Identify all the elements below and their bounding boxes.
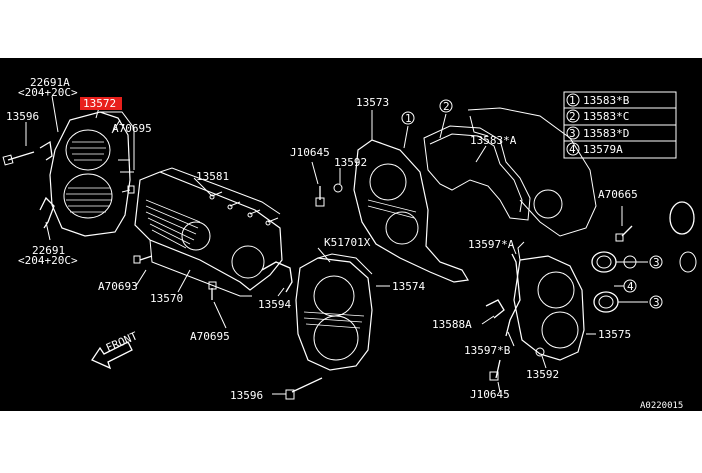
bolt-a70665	[615, 225, 633, 242]
bracket-13597	[485, 253, 521, 337]
bracket-13594	[261, 261, 293, 293]
legend-part-3: 13583*D	[583, 127, 629, 140]
label-204-20c-top: <204+20C>	[18, 86, 78, 99]
bolt-13596-top	[2, 151, 35, 166]
label-13570: 13570	[150, 292, 183, 305]
label-13592-top: 13592	[334, 156, 367, 169]
label-13597b: 13597*B	[464, 344, 511, 357]
label-a70695-bot: A70695	[190, 330, 230, 343]
timing-belt-cover-inner	[134, 167, 283, 297]
legend-part-4: 13579A	[583, 143, 623, 156]
bolt-a70695-bot	[208, 281, 217, 300]
label-13597a: 13597*A	[468, 238, 515, 251]
label-13588a: 13588A	[432, 318, 472, 331]
label-22691: 22691	[32, 244, 65, 257]
label-a70695-top: A70695	[112, 122, 152, 135]
svg-text:4: 4	[627, 280, 634, 293]
bolt-a70693	[133, 255, 153, 264]
label-204-20c-bot: <204+20C>	[18, 254, 78, 267]
callout-3-b: 3	[649, 295, 663, 309]
timing-belt-cover-13574	[295, 253, 373, 371]
legend-part-1: 13583*B	[583, 94, 630, 107]
highlight-13572	[80, 97, 122, 110]
label-13596-bot: 13596	[230, 389, 263, 402]
label-13594: 13594	[258, 298, 291, 311]
washer-13592-top	[333, 183, 343, 193]
callout-2: 2	[439, 99, 453, 113]
bolt-a70695-top	[121, 185, 135, 194]
label-13581: 13581	[196, 170, 229, 183]
timing-belt-cover-left	[49, 111, 135, 237]
callout-4: 4	[623, 279, 637, 293]
label-13574: 13574	[392, 280, 425, 293]
gasket-13583a	[423, 125, 531, 221]
legend-num-2: 2	[569, 110, 576, 123]
label-j10645-bot: J10645	[470, 388, 510, 401]
timing-belt-cover-13573	[353, 139, 469, 283]
label-13572: 13572	[83, 97, 116, 110]
label-a70665: A70665	[598, 188, 638, 201]
label-j10645-top: J10645	[290, 146, 330, 159]
label-13592-bot: 13592	[526, 368, 559, 381]
legend-num-1: 1	[569, 94, 576, 107]
diagram-code: A0220015	[640, 401, 683, 411]
svg-text:3: 3	[653, 256, 660, 269]
gasket-22691a	[39, 140, 53, 161]
legend-num-3: 3	[569, 127, 576, 140]
engine-block-outline	[467, 107, 597, 237]
label-13596-top: 13596	[6, 110, 39, 123]
label-k51701x: K51701X	[324, 236, 371, 249]
label-13575: 13575	[598, 328, 631, 341]
label-22691a: 22691A	[30, 76, 70, 89]
label-a70693: A70693	[98, 280, 138, 293]
timing-belt-cover-13575	[513, 241, 585, 361]
label-13583a: 13583*A	[470, 134, 517, 147]
legend-part-2: 13583*C	[583, 110, 629, 123]
washer-13592-bot	[535, 347, 545, 357]
bolt-j10645-top	[315, 186, 325, 207]
legend-box: 1 13583*B 2 13583*C 3 13583*D 4 13579A	[563, 91, 677, 159]
callout-1: 1	[401, 111, 415, 125]
svg-text:3: 3	[653, 296, 660, 309]
callout-3-a: 3	[649, 255, 663, 269]
bolts-13581	[209, 191, 279, 226]
label-13573: 13573	[356, 96, 389, 109]
svg-text:1: 1	[405, 112, 412, 125]
legend-num-4: 4	[569, 143, 576, 156]
bolt-j10645-bot	[489, 359, 501, 381]
svg-text:2: 2	[443, 100, 450, 113]
